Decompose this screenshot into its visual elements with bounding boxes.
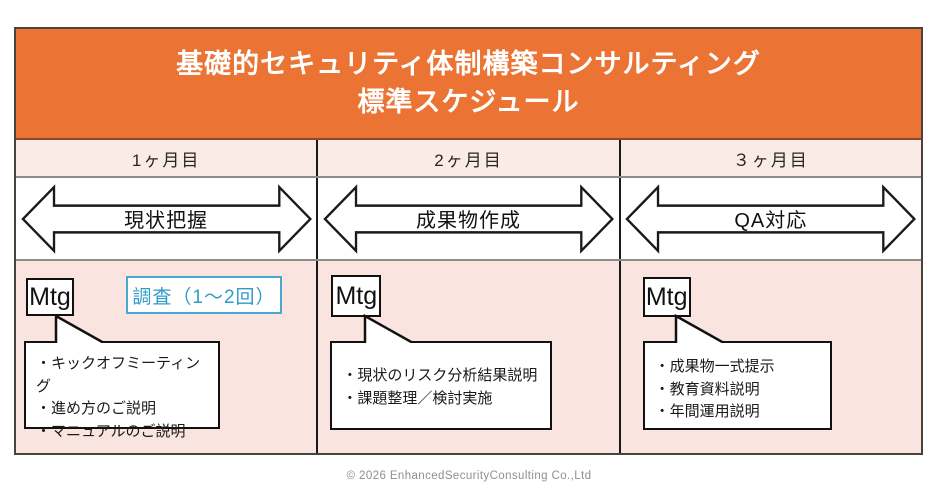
phase-label-2: 成果物作成	[415, 210, 521, 232]
callout-bullet: ・進め方のご説明	[36, 400, 157, 417]
phase-cell-3: QA対応	[618, 178, 921, 259]
month2-content-cell: Mtg ・現状のリスク分析結果説明 ・課題整理／検討実施	[316, 261, 618, 453]
mtg-callout: ・成果物一式提示 ・教育資料説明 ・年間運用説明	[642, 341, 832, 430]
callout-tail-icon	[54, 314, 105, 343]
callout-bullet: ・マニュアルのご説明	[36, 422, 186, 440]
mtg-box: Mtg	[331, 275, 382, 317]
callout-bullet: ・現状のリスク分析結果説明	[342, 367, 538, 384]
double-arrow-icon	[20, 183, 312, 254]
month3-content-cell: Mtg ・成果物一式提示 ・教育資料説明 ・年間運用説明	[618, 261, 921, 453]
page-title-line2: 標準スケジュール	[357, 87, 580, 117]
page-title-line1: 基礎的セキュリティ体制構築コンサルティング	[176, 48, 761, 79]
survey-box: 調査（1～2回）	[126, 276, 282, 314]
phase-cell-1: 現状把握	[16, 178, 316, 259]
callout-tail-icon	[364, 314, 414, 343]
callout-bullet: ・キックオフミーティング	[36, 355, 201, 395]
schedule-board: 基礎的セキュリティ体制構築コンサルティング 標準スケジュール 1ヶ月目 2ヶ月目…	[14, 27, 923, 455]
month-header-3: ３ヶ月目	[618, 140, 921, 176]
phase-arrow-row: 現状把握 成果物作成 QA対応	[16, 178, 921, 261]
callout-bullet: ・課題整理／検討実施	[342, 389, 493, 407]
phase-label-1: 現状把握	[124, 210, 209, 232]
phase-label-3: QA対応	[734, 210, 808, 232]
mtg-callout: ・キックオフミーティング ・進め方のご説明 ・マニュアルのご説明	[24, 341, 220, 440]
double-arrow-icon	[323, 183, 614, 254]
callout-tail-icon	[674, 314, 725, 343]
callout-bullet: ・成果物一式提示	[654, 358, 775, 375]
phase-cell-2: 成果物作成	[316, 178, 618, 259]
content-row: Mtg 調査（1～2回） ・キックオフミーティング ・進め方のご説明 ・マニュア…	[16, 261, 921, 453]
double-arrow-icon	[625, 183, 917, 254]
mtg-callout: ・現状のリスク分析結果説明 ・課題整理／検討実施	[330, 341, 553, 430]
callout-bullet: ・年間運用説明	[654, 403, 760, 420]
title-band: 基礎的セキュリティ体制構築コンサルティング 標準スケジュール	[16, 29, 921, 140]
month1-content-cell: Mtg 調査（1～2回） ・キックオフミーティング ・進め方のご説明 ・マニュア…	[16, 261, 316, 453]
month-header-row: 1ヶ月目 2ヶ月目 ３ヶ月目	[16, 140, 921, 178]
mtg-box: Mtg	[642, 277, 691, 317]
copyright-text: © 2026 EnhancedSecurityConsulting Co.,Lt…	[346, 470, 592, 482]
mtg-box: Mtg	[26, 278, 74, 316]
callout-bullet: ・教育資料説明	[654, 380, 760, 398]
month-header-2: 2ヶ月目	[316, 140, 618, 176]
month-header-1: 1ヶ月目	[131, 150, 201, 170]
